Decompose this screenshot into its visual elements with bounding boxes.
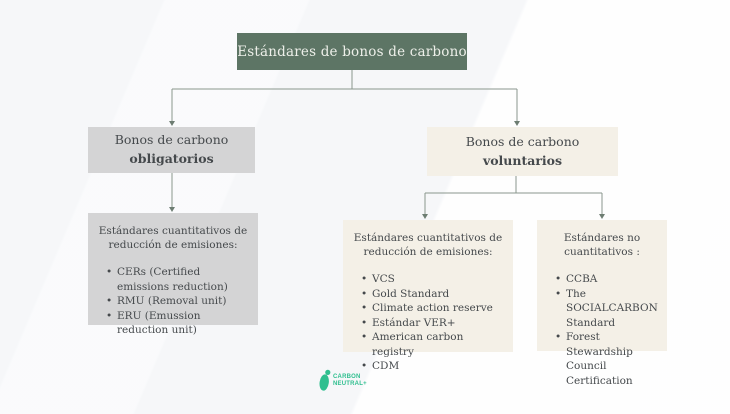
list-item: CCBA — [555, 272, 657, 287]
list-item: CERs (Certified emissions reduction) — [106, 265, 248, 294]
voluntarios-cuantitativos-list: VCS Gold Standard Climate action reserve… — [353, 272, 503, 374]
node-obligatorios-cuantitativos: Estándares cuantitativos de reducción de… — [88, 213, 258, 336]
node-bonos-voluntarios-line1: Bonos de carbono — [465, 133, 580, 149]
root-node-estandares: Estándares de bonos de carbono — [237, 33, 467, 70]
obligatorios-cuantitativos-list: CERs (Certified emissions reduction) RMU… — [98, 265, 248, 337]
list-item: Gold Standard — [361, 287, 503, 302]
list-item: ERU (Emussion reduction unit) — [106, 309, 248, 338]
list-item: Climate action reserve — [361, 301, 503, 316]
logo-text-line1: CARBON — [333, 374, 361, 381]
node-bonos-voluntarios: Bonos de carbono voluntarios — [427, 127, 618, 176]
list-item: RMU (Removal unit) — [106, 294, 248, 309]
list-item: CDM — [361, 359, 503, 374]
node-no-cuantitativos-title: Estándares no cuantitativos : — [563, 232, 641, 259]
root-node-label: Estándares de bonos de carbono — [237, 43, 467, 60]
node-bonos-voluntarios-line2: voluntarios — [482, 152, 563, 168]
logo-text-line2: NEUTRAL+ — [333, 381, 367, 387]
node-voluntarios-cuantitativos: Estándares cuantitativos de reducción de… — [343, 220, 513, 374]
node-voluntarios-cuantitativos-title: Estándares cuantitativos de reducción de… — [353, 232, 503, 259]
list-item: VCS — [361, 272, 503, 287]
node-no-cuantitativos: Estándares no cuantitativos : CCBA The S… — [537, 220, 667, 387]
list-item: Forest Stewardship Council Certification — [555, 330, 657, 388]
node-obligatorios-cuantitativos-title: Estándares cuantitativos de reducción de… — [98, 225, 248, 252]
list-item: The SOCIALCARBON Standard — [555, 287, 658, 330]
logo-text: CARBON NEUTRAL+ — [333, 374, 367, 387]
list-item: Estándar VER+ — [361, 316, 503, 331]
node-bonos-obligatorios-line1: Bonos de carbono — [114, 132, 229, 148]
carbon-neutral-logo: CARBON NEUTRAL+ — [318, 369, 367, 393]
footprint-icon — [319, 369, 331, 391]
no-cuantitativos-list: CCBA The SOCIALCARBON Standard Forest St… — [547, 272, 658, 388]
node-bonos-obligatorios-line2: obligatorios — [129, 151, 214, 166]
node-bonos-obligatorios: Bonos de carbono obligatorios — [88, 127, 255, 173]
list-item: American carbon registry — [361, 330, 503, 359]
